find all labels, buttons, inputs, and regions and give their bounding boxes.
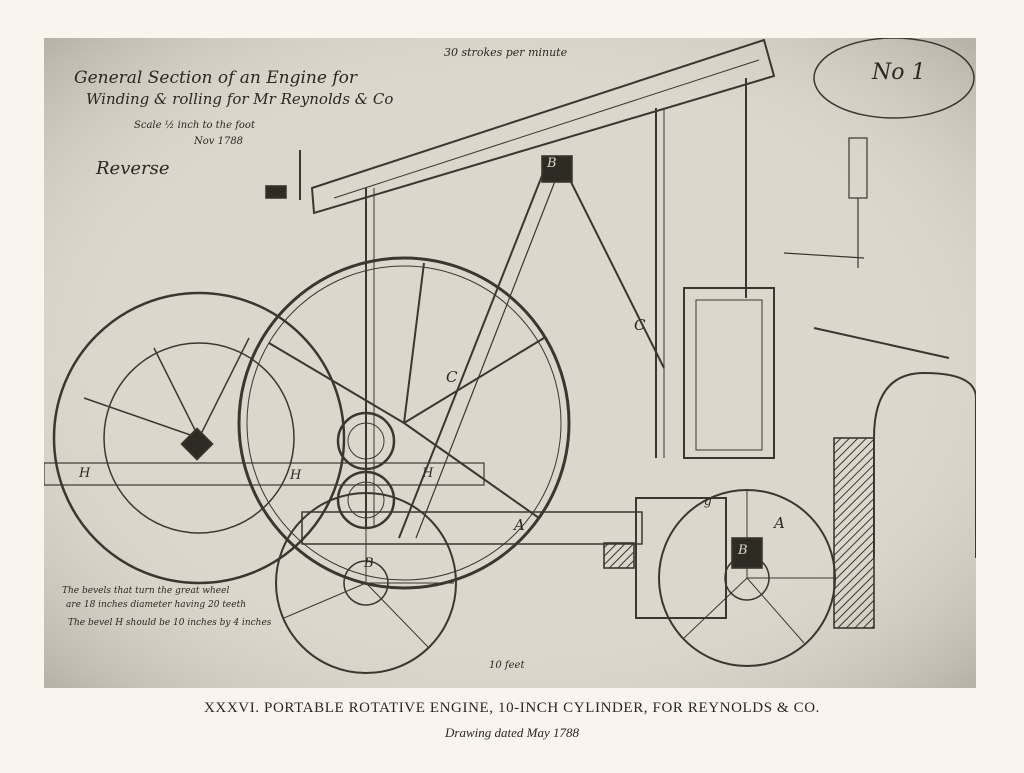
bottom-note-3: The bevel H should be 10 inches by 4 inc… [68, 618, 272, 628]
cylinder [683, 287, 775, 459]
a-frame-left [398, 157, 550, 539]
corner-label: Reverse [96, 158, 170, 179]
number-label: No 1 [872, 60, 926, 85]
letter-c-right: C [634, 316, 646, 334]
engraving-plate: General Section of an Engine for Winding… [44, 38, 976, 688]
caption-block: XXXVI. PORTABLE ROTATIVE ENGINE, 10-INCH… [0, 700, 1024, 741]
letter-b-pivot: B [547, 156, 557, 171]
top-note: 30 strokes per minute [444, 46, 568, 59]
letter-b-rear: B [364, 556, 374, 571]
letter-h-middle: H [290, 468, 302, 483]
left-wheel [52, 291, 346, 585]
plate-subcaption: Drawing dated May 1788 [445, 725, 579, 740]
dimension-note: 10 feet [489, 660, 525, 671]
letter-g: g [704, 494, 712, 508]
letter-a-frame: A [514, 516, 525, 534]
beam-pivot [541, 155, 573, 183]
letter-b-front: B [738, 543, 748, 558]
engine-drawing [44, 38, 976, 688]
letter-h-right: H [422, 466, 434, 481]
a-frame-right [558, 157, 665, 369]
title-line-1: General Section of an Engine for [74, 68, 357, 88]
scale-note: Scale ½ inch to the foot [134, 120, 255, 131]
flywheel [237, 256, 571, 590]
condenser-box [635, 497, 727, 619]
letter-h-left: H [79, 466, 91, 481]
letter-a-front: A [774, 514, 785, 532]
date-note: Nov 1788 [194, 136, 244, 147]
bottom-note-2: are 18 inches diameter having 20 teeth [66, 600, 246, 610]
title-line-2: Winding & rolling for Mr Reynolds & Co [86, 90, 394, 108]
beam [310, 38, 776, 215]
frame-beam [301, 511, 643, 545]
left-wheel-hub [180, 427, 214, 461]
letter-c-left: C [446, 368, 458, 386]
bottom-note-1: The bevels that turn the great wheel [62, 586, 230, 596]
plate-caption: XXXVI. PORTABLE ROTATIVE ENGINE, 10-INCH… [204, 700, 820, 716]
boiler [873, 371, 976, 558]
